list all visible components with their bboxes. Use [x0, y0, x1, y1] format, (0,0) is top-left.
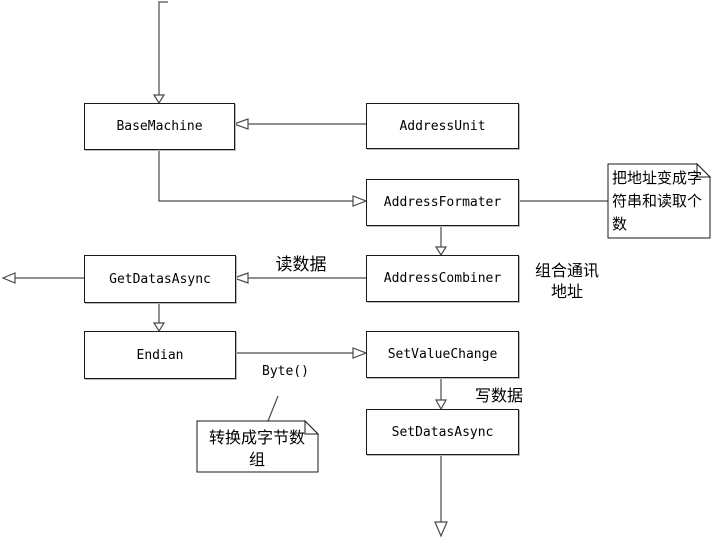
node-base-machine: BaseMachine [84, 103, 235, 150]
node-set-value-change: SetValueChange [366, 331, 519, 378]
node-label: SetValueChange [387, 347, 498, 362]
arrowhead-out-bottom [434, 521, 448, 538]
node-label: BaseMachine [116, 119, 203, 134]
edge-top-entry [158, 1, 168, 95]
arrowhead-into-setvaluechange [352, 347, 368, 359]
arrowhead-out-left [1, 272, 16, 284]
edge-basemachine-addressformater [158, 148, 353, 202]
node-label: AddressCombiner [383, 271, 502, 286]
arrowhead-into-basemachine-top [152, 94, 166, 105]
arrowhead-into-addresscombiner [434, 246, 448, 257]
arrowhead-into-setdatasasync [434, 399, 448, 411]
node-label: AddressFormater [383, 195, 502, 210]
note-byte-array-text: 转换成字节数组 [208, 428, 305, 469]
note-byte-array-fold-icon [304, 419, 320, 435]
node-label: AddressUnit [399, 118, 486, 134]
edge-label-byte-call: Byte() [262, 364, 309, 379]
edge-note-byte-connector [267, 395, 279, 422]
edge-label-read-data: 读数据 [275, 255, 327, 275]
arrowhead-into-basemachine-right [232, 118, 249, 130]
node-address-formater: AddressFormater [366, 179, 519, 226]
node-label: Endian [136, 347, 184, 363]
edge-label-combine-address: 组合通讯 地址 [534, 261, 599, 301]
arrowhead-into-getdatasasync [232, 272, 249, 284]
arrowhead-into-addressformater [352, 195, 368, 207]
node-address-unit: AddressUnit [366, 103, 519, 149]
node-address-combiner: AddressCombiner [366, 255, 519, 302]
arrowhead-into-endian [152, 322, 166, 333]
note-byte-array-shape [196, 420, 319, 473]
note-address-format-text: 把地址变成字符串和读取个数 [612, 169, 703, 233]
edge-label-write-data: 写数据 [475, 386, 524, 405]
note-address-format-fold-icon [696, 162, 712, 178]
node-set-datas-async: SetDatasAsync [366, 409, 519, 455]
node-label: GetDatasAsync [109, 271, 211, 287]
note-address-format-shape [607, 163, 711, 239]
node-get-datas-async: GetDatasAsync [84, 255, 236, 303]
node-label: SetDatasAsync [391, 424, 494, 440]
node-endian: Endian [84, 331, 236, 379]
